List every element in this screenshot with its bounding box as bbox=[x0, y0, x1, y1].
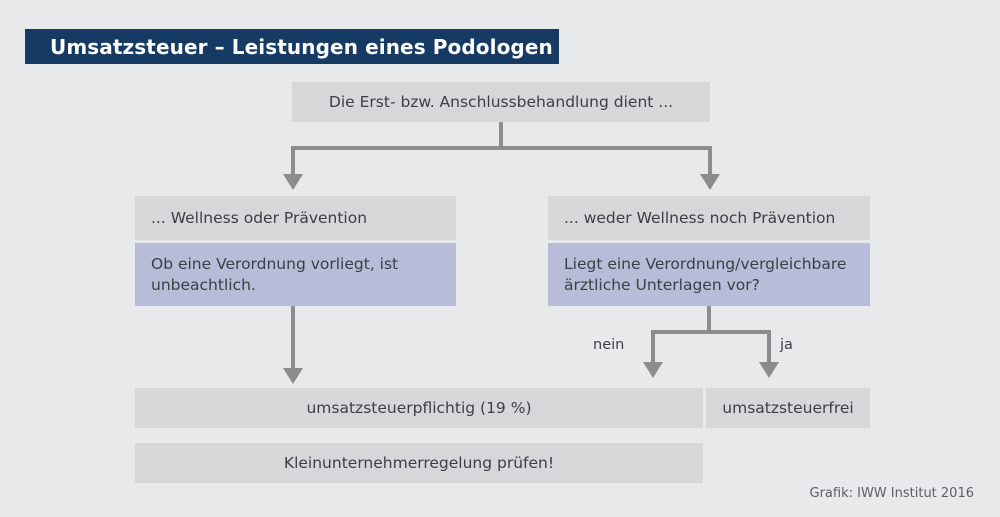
flow-node-result-taxable: umsatzsteuerpflichtig (19 %) bbox=[135, 388, 703, 428]
flow-node-result-tax-free: umsatzsteuerfrei bbox=[706, 388, 870, 428]
connector-right-branch-ja bbox=[767, 330, 771, 362]
arrowhead-down-icon-left-branch bbox=[283, 174, 303, 190]
title-banner: Umsatzsteuer – Leistungen eines Podologe… bbox=[25, 29, 559, 64]
flow-node-right-body: Liegt eine Verordnung/vergleichbare ärzt… bbox=[548, 243, 870, 306]
connector-root-to-right-branch bbox=[708, 146, 712, 174]
connector-right-branch-nein bbox=[651, 330, 655, 362]
arrowhead-down-icon-nein bbox=[643, 362, 663, 378]
connector-right-branch-stem bbox=[707, 306, 711, 332]
flow-node-result-tax-free-label: umsatzsteuerfrei bbox=[722, 398, 854, 417]
connector-root-stem bbox=[499, 122, 503, 148]
flow-node-left-head-label: ... Wellness oder Prävention bbox=[151, 208, 368, 227]
flow-node-root: Die Erst- bzw. Anschlussbehandlung dient… bbox=[292, 82, 710, 122]
flow-node-left-body: Ob eine Verordnung vorliegt, ist unbeach… bbox=[135, 243, 456, 306]
flow-node-result-small-business-label: Kleinunternehmerregelung prüfen! bbox=[283, 453, 555, 472]
connector-root-horizontal-bar bbox=[291, 146, 712, 150]
arrowhead-down-icon-left-result bbox=[283, 368, 303, 384]
flow-node-right-body-label: Liegt eine Verordnung/vergleichbare ärzt… bbox=[564, 254, 847, 294]
connector-left-branch-to-result bbox=[291, 306, 295, 368]
flow-node-right-head: ... weder Wellness noch Prävention bbox=[548, 196, 870, 240]
flow-node-left-body-label: Ob eine Verordnung vorliegt, ist unbeach… bbox=[151, 254, 399, 294]
flow-node-root-label: Die Erst- bzw. Anschlussbehandlung dient… bbox=[328, 92, 674, 111]
flow-node-result-taxable-label: umsatzsteuerpflichtig (19 %) bbox=[306, 398, 532, 417]
edge-label-ja: ja bbox=[780, 337, 793, 353]
flow-node-left-head: ... Wellness oder Prävention bbox=[135, 196, 456, 240]
credit-text: Grafik: IWW Institut 2016 bbox=[809, 486, 975, 501]
flow-node-right-head-label: ... weder Wellness noch Prävention bbox=[564, 208, 836, 227]
arrowhead-down-icon-ja bbox=[759, 362, 779, 378]
page-title: Umsatzsteuer – Leistungen eines Podologe… bbox=[50, 34, 553, 59]
edge-label-nein: nein bbox=[593, 337, 625, 353]
flow-node-result-small-business: Kleinunternehmerregelung prüfen! bbox=[135, 443, 703, 483]
connector-right-branch-horizontal-bar bbox=[651, 330, 771, 334]
connector-root-to-left-branch bbox=[291, 146, 295, 174]
arrowhead-down-icon-right-branch bbox=[700, 174, 720, 190]
